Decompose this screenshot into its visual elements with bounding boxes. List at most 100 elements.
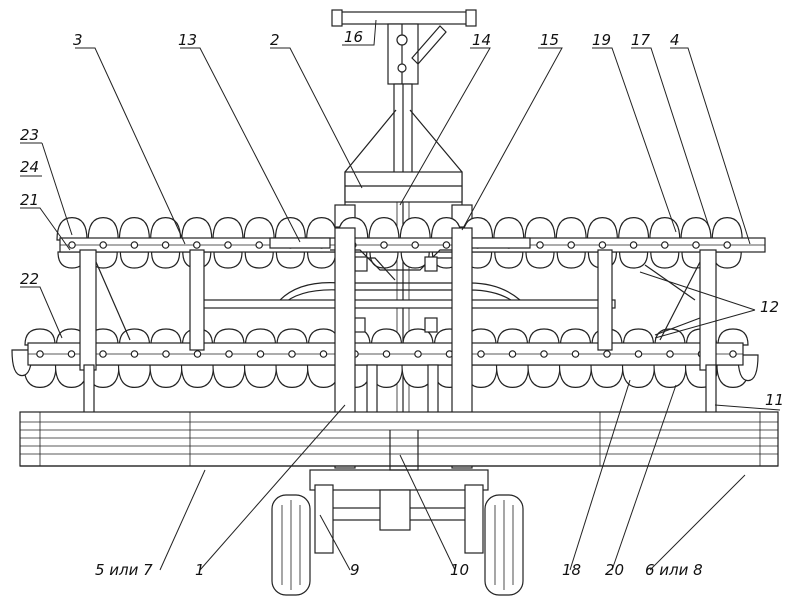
bolt bbox=[634, 350, 643, 358]
disc-blade bbox=[680, 216, 712, 241]
disc-blade bbox=[368, 216, 400, 241]
label-16: 16 bbox=[344, 28, 363, 46]
disc-blade bbox=[493, 216, 525, 241]
rear-gang-bolts bbox=[36, 350, 737, 358]
bolt bbox=[382, 350, 391, 358]
disc-blade bbox=[494, 251, 524, 269]
disc-blade bbox=[370, 328, 403, 346]
label-11b: 11 bbox=[765, 391, 784, 409]
bolt bbox=[536, 241, 544, 249]
disc-blade bbox=[150, 328, 182, 346]
roller-assembly bbox=[19, 411, 779, 467]
front-disc-gang bbox=[56, 216, 743, 269]
label-2: 2 bbox=[270, 31, 280, 49]
disc-blade bbox=[306, 251, 337, 269]
disc-blade bbox=[213, 328, 245, 346]
bolt bbox=[567, 241, 576, 249]
disc-blade bbox=[711, 216, 743, 241]
disc-blade bbox=[213, 251, 243, 269]
disc-blade bbox=[712, 251, 742, 269]
bolt bbox=[193, 350, 202, 358]
disc-blade bbox=[243, 216, 275, 241]
label-21: 21 bbox=[20, 191, 39, 209]
disc-blade bbox=[180, 364, 215, 389]
disc-blade bbox=[559, 328, 592, 346]
disc-blade bbox=[525, 251, 555, 269]
disc-blade bbox=[369, 251, 399, 269]
disc-blade bbox=[212, 364, 246, 389]
disc-blade bbox=[618, 251, 649, 269]
bolt bbox=[193, 241, 201, 249]
disc-blade bbox=[556, 251, 586, 269]
label-13: 13 bbox=[178, 31, 197, 49]
label-1: 1 bbox=[195, 561, 205, 579]
bolt bbox=[99, 350, 107, 358]
disc-blade bbox=[244, 251, 274, 269]
bolt bbox=[571, 350, 580, 358]
disc-blade bbox=[402, 328, 434, 346]
disc-blade bbox=[528, 328, 560, 346]
disc-blade bbox=[150, 251, 181, 269]
disc-blade bbox=[56, 216, 88, 241]
bolt bbox=[162, 350, 170, 358]
disc-blade bbox=[275, 251, 306, 269]
bolt bbox=[68, 241, 76, 249]
bolt bbox=[161, 241, 170, 249]
bolt bbox=[67, 350, 76, 358]
bolt bbox=[603, 350, 611, 358]
bolt bbox=[256, 350, 265, 358]
disc-blade bbox=[117, 364, 152, 389]
bolt bbox=[130, 350, 139, 358]
disc-blade bbox=[558, 364, 593, 389]
bolt bbox=[380, 241, 388, 249]
bolt bbox=[36, 350, 44, 358]
label-5-7: 5 или 7 bbox=[95, 561, 153, 579]
disc-blade bbox=[527, 364, 561, 389]
label-23: 23 bbox=[20, 126, 39, 144]
disc-blade bbox=[24, 328, 56, 346]
disc-blade bbox=[87, 216, 119, 241]
label-15: 15 bbox=[540, 31, 559, 49]
bolt bbox=[255, 241, 264, 249]
label-6-8: 6 или 8 bbox=[645, 561, 703, 579]
disc-blade bbox=[617, 216, 650, 241]
disc-blade bbox=[653, 364, 687, 389]
disc-blade bbox=[649, 216, 681, 241]
label-3: 3 bbox=[73, 31, 83, 49]
disc-blade bbox=[149, 216, 182, 241]
bolt bbox=[477, 350, 485, 358]
bolt bbox=[629, 241, 638, 249]
disc-blade bbox=[496, 328, 529, 346]
disc-blade bbox=[276, 328, 308, 346]
bolt bbox=[288, 350, 296, 358]
disc-blade bbox=[244, 328, 277, 346]
main-frame bbox=[334, 109, 473, 228]
label-14b: 14 bbox=[472, 31, 491, 49]
bolt bbox=[508, 350, 517, 358]
disc-blade bbox=[149, 364, 183, 389]
bolt bbox=[723, 241, 732, 249]
disc-blade bbox=[717, 328, 749, 346]
bolt bbox=[225, 350, 233, 358]
disc-blade bbox=[23, 364, 57, 389]
part-labels: 16 2 13 3 12 14 15 19 17 4 23 24 21 22 1… bbox=[20, 28, 784, 579]
disc-blade bbox=[621, 364, 656, 389]
disc-blade bbox=[275, 364, 309, 389]
disc-blade bbox=[590, 364, 624, 389]
bolt bbox=[692, 241, 700, 249]
bolt bbox=[224, 241, 232, 249]
transport-wheels bbox=[271, 430, 524, 596]
disc-blade bbox=[119, 251, 150, 269]
bolt bbox=[130, 241, 139, 249]
bolt bbox=[319, 350, 328, 358]
bolt bbox=[414, 350, 422, 358]
label-4: 4 bbox=[670, 31, 680, 49]
disc-blade bbox=[524, 216, 556, 241]
disc-blade bbox=[650, 251, 680, 269]
disc-blade bbox=[495, 364, 530, 389]
bolt bbox=[540, 350, 548, 358]
disc-blade bbox=[118, 216, 151, 241]
label-9: 9 bbox=[350, 561, 360, 579]
